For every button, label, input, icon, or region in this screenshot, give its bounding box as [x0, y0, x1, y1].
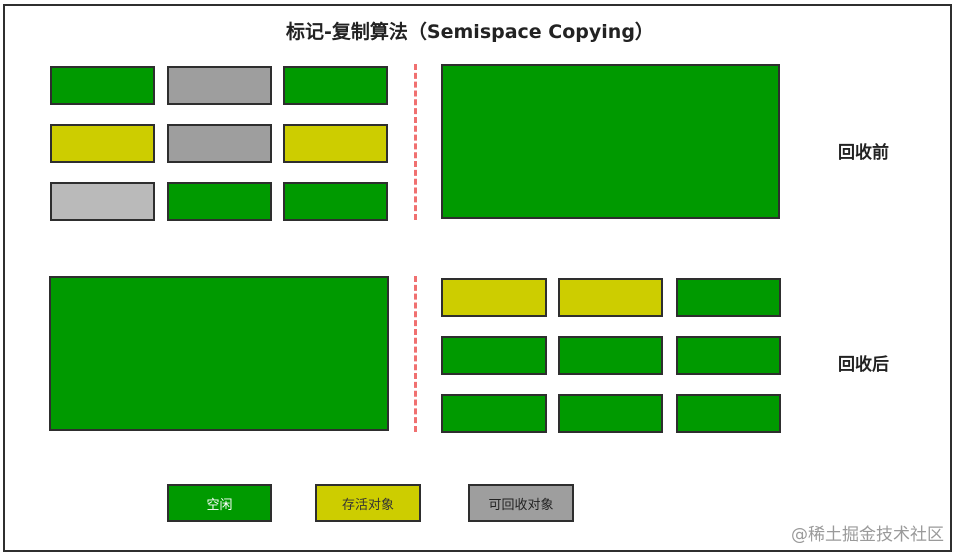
memory-block-before-r3c2	[167, 182, 272, 221]
legend-free: 空闲	[167, 484, 272, 522]
memory-block-before-r1c1	[50, 66, 155, 105]
memory-space-after-left	[49, 276, 389, 431]
diagram-title: 标记-复制算法（Semispace Copying）	[286, 21, 654, 43]
memory-block-before-r1c2	[167, 66, 272, 105]
divider-bottom	[414, 276, 417, 432]
watermark: @稀土掘金技术社区	[791, 525, 944, 545]
memory-space-before-right	[441, 64, 780, 219]
memory-block-before-r3c3	[283, 182, 388, 221]
divider-top	[414, 64, 417, 220]
memory-block-before-r2c3	[283, 124, 388, 163]
label-before-collection: 回收前	[838, 143, 889, 163]
memory-block-after-r3c3	[676, 394, 781, 433]
memory-block-after-r2c1	[441, 336, 547, 375]
diagram-frame	[3, 4, 952, 552]
memory-block-before-r2c2	[167, 124, 272, 163]
memory-block-after-r1c1	[441, 278, 547, 317]
memory-block-after-r3c1	[441, 394, 547, 433]
memory-block-after-r3c2	[558, 394, 663, 433]
memory-block-after-r1c3	[676, 278, 781, 317]
legend-live-object: 存活对象	[315, 484, 421, 522]
memory-block-before-r2c1	[50, 124, 155, 163]
memory-block-before-r1c3	[283, 66, 388, 105]
memory-block-after-r1c2	[558, 278, 663, 317]
memory-block-before-r3c1	[50, 182, 155, 221]
memory-block-after-r2c3	[676, 336, 781, 375]
label-after-collection: 回收后	[838, 355, 889, 375]
memory-block-after-r2c2	[558, 336, 663, 375]
legend-reclaimable: 可回收对象	[468, 484, 574, 522]
